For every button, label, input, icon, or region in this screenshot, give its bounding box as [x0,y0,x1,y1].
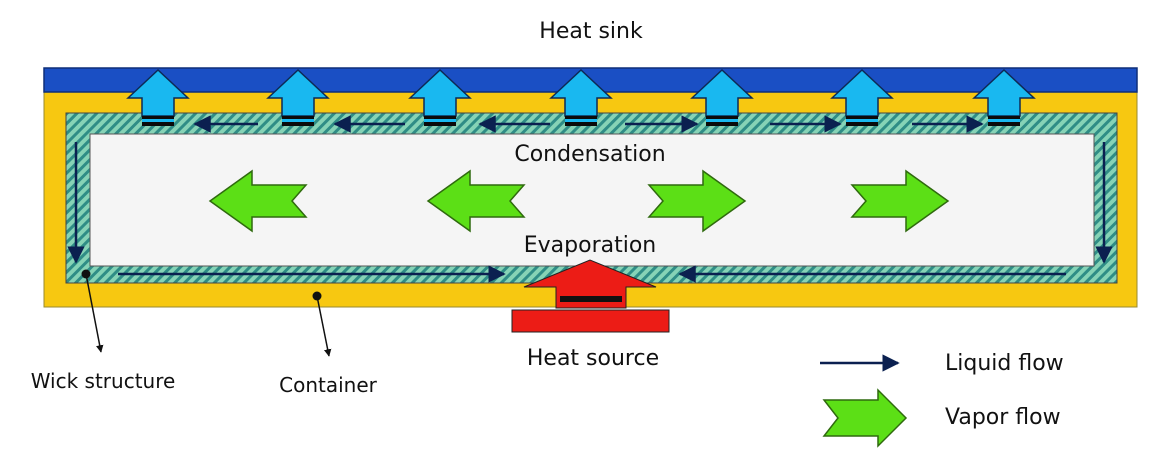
vapor-flow-arrow-left [208,169,308,233]
legend: Liquid flow Vapor flow [820,351,1064,448]
heat-rejection-arrow [549,68,613,117]
heat-rejection-arrow-stripe [846,119,878,122]
legend-liquid-flow-label: Liquid flow [945,351,1064,376]
heat-rejection-arrows [126,68,1036,126]
heat-sink-label: Heat sink [539,19,643,44]
evaporation-label: Evaporation [524,233,657,258]
heat-source-label: Heat source [527,346,659,371]
heat-input-arrow [523,259,657,309]
wick-structure-label: Wick structure [31,369,176,393]
condensation-label: Condensation [514,142,665,167]
heat-rejection-arrow-stripe [706,119,738,122]
legend-vapor-flow-swatch [822,388,908,448]
heat-rejection-arrow [408,68,472,117]
container-leader [316,295,332,357]
legend-vapor-flow-label: Vapor flow [945,405,1061,430]
heat-source-plate [560,296,622,302]
heat-rejection-arrow-stripe [282,119,314,122]
heat-source [511,259,670,333]
heat-rejection-arrow-stripe [988,119,1020,122]
heat-rejection-arrow-stripe [142,119,174,122]
heat-source-base [511,309,670,333]
heat-rejection-arrow [266,68,330,117]
vapor-flow-arrow-right [647,169,747,233]
vapor-flow-arrow-left [426,169,526,233]
heat-rejection-arrow [126,68,190,117]
heat-rejection-arrow [972,68,1036,117]
heat-rejection-arrow-stripe [565,119,597,122]
vapor-flow-arrow-right [850,169,950,233]
wick-structure-leader [85,273,104,353]
side-liquid-flow-arrows [67,142,1113,264]
heat-rejection-arrow [830,68,894,117]
vapor-flow-arrows [208,169,950,233]
heat-rejection-arrow-stripe [424,119,456,122]
container-label: Container [279,373,378,397]
heat-rejection-arrow [690,68,754,117]
